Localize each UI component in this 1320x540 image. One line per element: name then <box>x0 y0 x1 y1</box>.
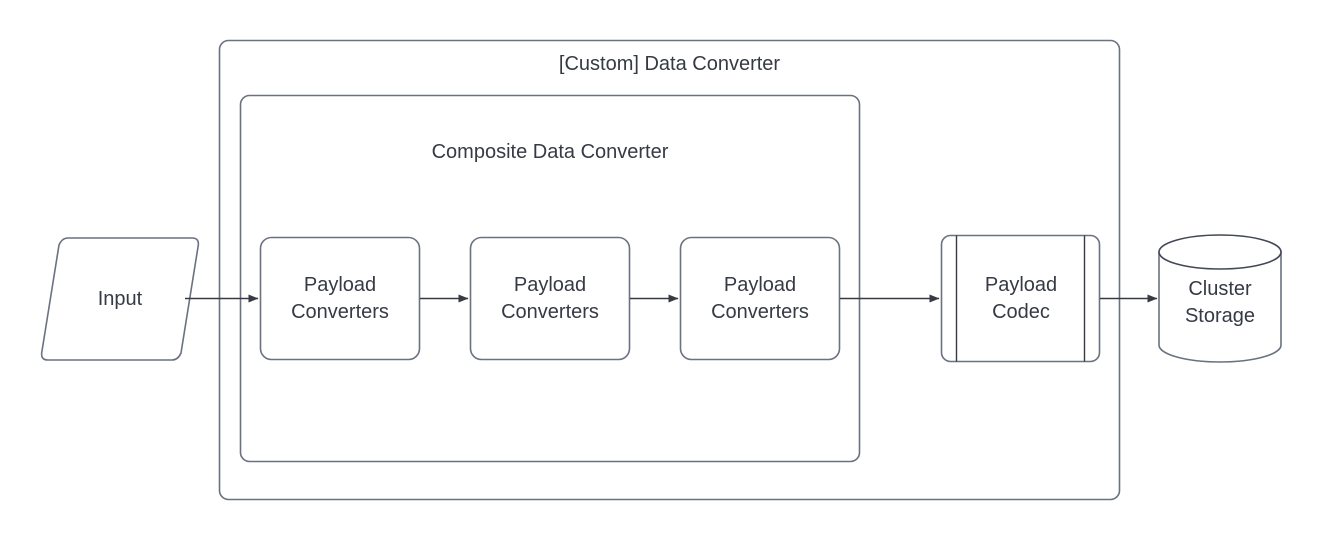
node-cluster-storage-shape[interactable] <box>1158 234 1282 363</box>
node-input-shape[interactable] <box>40 237 200 361</box>
container-composite-data-converter-label: Composite Data Converter <box>431 141 669 163</box>
node-payload-codec-shape[interactable] <box>940 234 1101 363</box>
node-payload-converters-3-shape[interactable] <box>679 236 841 361</box>
node-payload-converters-2-shape[interactable] <box>469 236 631 361</box>
container-custom-data-converter-label: [Custom] Data Converter <box>558 53 781 75</box>
node-payload-converters-1-shape[interactable] <box>259 236 421 361</box>
